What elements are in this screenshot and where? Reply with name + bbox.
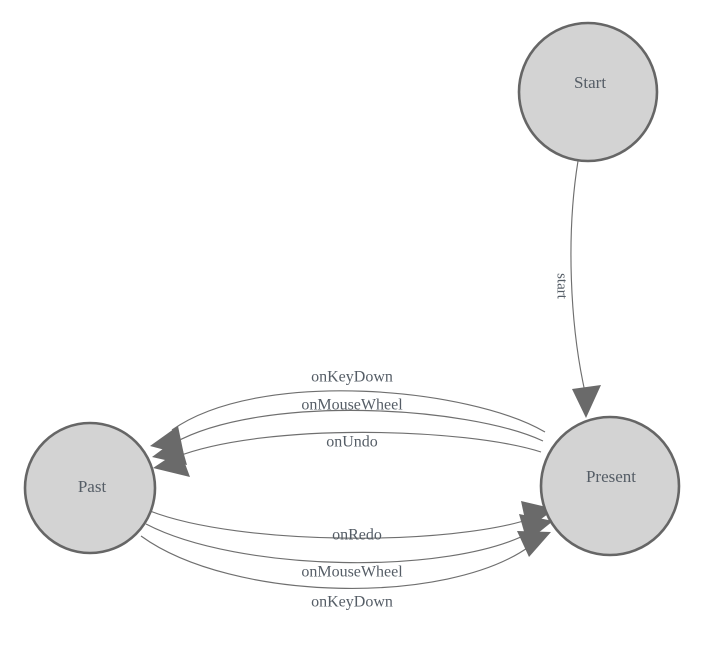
edge-present-to-past-onmousewheel-path xyxy=(173,409,544,444)
edge-start-to-present[interactable]: start xyxy=(554,160,601,418)
node-start-circle xyxy=(517,21,659,163)
edge-present-to-past-onundo[interactable]: onUndo xyxy=(153,431,542,477)
edge-label-past-present-onkeydown: onKeyDown xyxy=(311,594,393,611)
edge-start-to-present-arrowhead xyxy=(572,385,601,418)
edge-label-start: start xyxy=(554,273,570,300)
edge-past-to-present-onmousewheel[interactable]: onMouseWheel xyxy=(145,514,553,581)
edge-past-to-present-onmousewheel-path xyxy=(145,523,532,564)
edge-past-to-present-onredo[interactable]: onRedo xyxy=(149,501,555,544)
node-present-circle xyxy=(539,415,681,557)
edge-label-present-past-onmousewheel: onMouseWheel xyxy=(301,397,403,414)
node-past[interactable]: Past xyxy=(23,421,157,555)
edge-label-past-present-onmousewheel: onMouseWheel xyxy=(301,564,403,581)
node-start[interactable]: Start xyxy=(517,21,659,163)
edge-present-to-past-onundo-path xyxy=(175,431,542,458)
edge-label-present-past-onundo: onUndo xyxy=(326,434,378,451)
node-start-label: Start xyxy=(574,73,606,92)
edge-present-to-past-onundo-arrowhead xyxy=(153,450,190,477)
node-present-label: Present xyxy=(586,467,636,486)
edge-past-to-present-onkeydown-path xyxy=(140,535,531,589)
edge-past-to-present-onkeydown[interactable]: onKeyDown xyxy=(140,531,551,611)
node-past-label: Past xyxy=(78,477,107,496)
edge-label-present-past-onkeydown: onKeyDown xyxy=(311,369,393,386)
edge-label-past-present-onredo: onRedo xyxy=(332,527,382,544)
edge-start-to-present-path xyxy=(570,160,586,393)
edge-present-to-past-onmousewheel[interactable]: onMouseWheel xyxy=(152,397,544,465)
edge-past-to-present-onkeydown-arrowhead xyxy=(517,531,551,557)
edge-past-to-present-onredo-path xyxy=(149,510,534,539)
edge-present-to-past-onkeydown-path xyxy=(171,390,546,433)
node-present[interactable]: Present xyxy=(539,415,681,557)
node-past-circle xyxy=(23,421,157,555)
